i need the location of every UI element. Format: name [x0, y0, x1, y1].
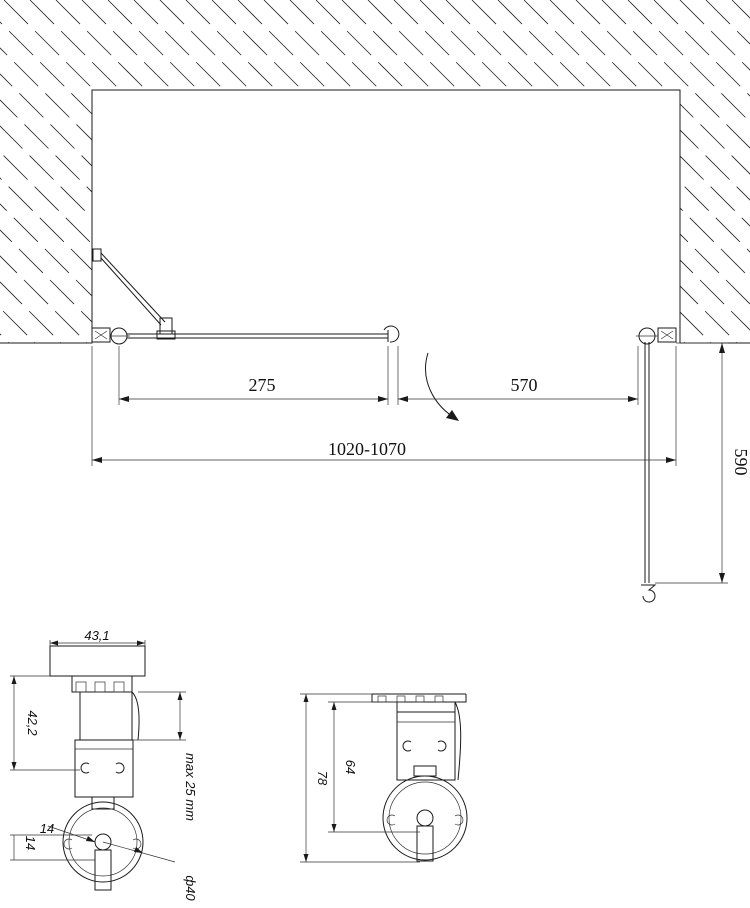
hatch-line — [0, 0, 209, 343]
profile-section-left: 43,1 42,2 max 25 mm 14 — [10, 628, 198, 901]
hatch-line — [0, 0, 27, 343]
dim-label-total-width: 1020-1070 — [328, 439, 406, 459]
dim-label-570: 570 — [511, 375, 538, 395]
fixed-glass-panel — [127, 325, 400, 343]
door-swing-arrow — [425, 352, 459, 421]
hatch-line — [237, 0, 599, 343]
right-wall-profile — [636, 327, 677, 345]
dimension-590: 590 — [655, 342, 750, 584]
hatch-line — [0, 0, 105, 343]
dim-label-diameter-40: ф40 — [183, 875, 198, 901]
hatch-line — [0, 0, 287, 343]
tube-profile — [62, 801, 144, 883]
hatch-line — [133, 0, 495, 343]
hatch-line — [0, 0, 339, 343]
plan-view: 275 570 1020-1070 590 — [0, 0, 750, 603]
hatch-line — [679, 0, 750, 343]
hatch-line — [653, 0, 750, 343]
hatch-line — [3, 0, 365, 343]
fixed-panel-end-seal — [383, 325, 400, 343]
wall-plate — [49, 645, 146, 677]
hatch-line — [0, 0, 261, 343]
stabilizer-bar — [92, 248, 176, 340]
hatch-line — [601, 0, 750, 343]
left-wall-profile — [91, 327, 130, 345]
hatch-line — [211, 0, 573, 343]
hatch-line — [497, 0, 750, 343]
hatch-line — [341, 0, 703, 343]
dimension-570: 570 — [397, 346, 639, 405]
hatch-line — [523, 0, 750, 343]
dim-label-14-vertical: 14 — [23, 836, 38, 850]
dim-label-590: 590 — [731, 449, 750, 476]
dim-label-14-angled: 14 — [40, 821, 54, 836]
hatch-line — [29, 0, 391, 343]
swing-door-open — [641, 342, 657, 603]
hatch-line — [263, 0, 625, 343]
hatch-line — [627, 0, 750, 343]
hatch-line — [289, 0, 651, 343]
hatch-line — [0, 0, 313, 343]
dim-label-max-25-mm: max 25 mm — [183, 753, 198, 821]
dimension-total-width: 1020-1070 — [91, 346, 677, 466]
dim-label-78: 78 — [315, 771, 330, 786]
hatch-line — [419, 0, 750, 343]
hatch-line — [0, 0, 79, 343]
hatch-line — [731, 0, 750, 343]
wall-hatching — [0, 0, 750, 343]
hatch-line — [0, 0, 157, 343]
dim-label-275: 275 — [249, 375, 276, 395]
hatch-line — [0, 0, 235, 343]
hatch-line — [315, 0, 677, 343]
profile-section-right: 78 64 — [300, 693, 468, 863]
tube-profile-right — [382, 775, 468, 861]
hatch-line — [159, 0, 521, 343]
door-end-seal — [641, 584, 657, 603]
dimension-275: 275 — [118, 346, 389, 405]
hatch-line — [185, 0, 547, 343]
hatch-line — [0, 0, 183, 343]
hatch-line — [575, 0, 750, 343]
hatch-line — [445, 0, 750, 343]
hatch-line — [107, 0, 469, 343]
dim-label-64: 64 — [343, 760, 358, 774]
hatch-line — [549, 0, 750, 343]
hatch-line — [55, 0, 417, 343]
hatch-line — [393, 0, 750, 343]
hatch-line — [0, 0, 131, 343]
hatch-line — [0, 0, 53, 343]
hatch-line — [367, 0, 729, 343]
wall-outline — [0, 89, 750, 344]
dim-label-42-2: 42,2 — [25, 710, 40, 736]
dim-label-43-1: 43,1 — [84, 628, 109, 643]
hatch-line — [705, 0, 750, 343]
hatch-line — [81, 0, 443, 343]
